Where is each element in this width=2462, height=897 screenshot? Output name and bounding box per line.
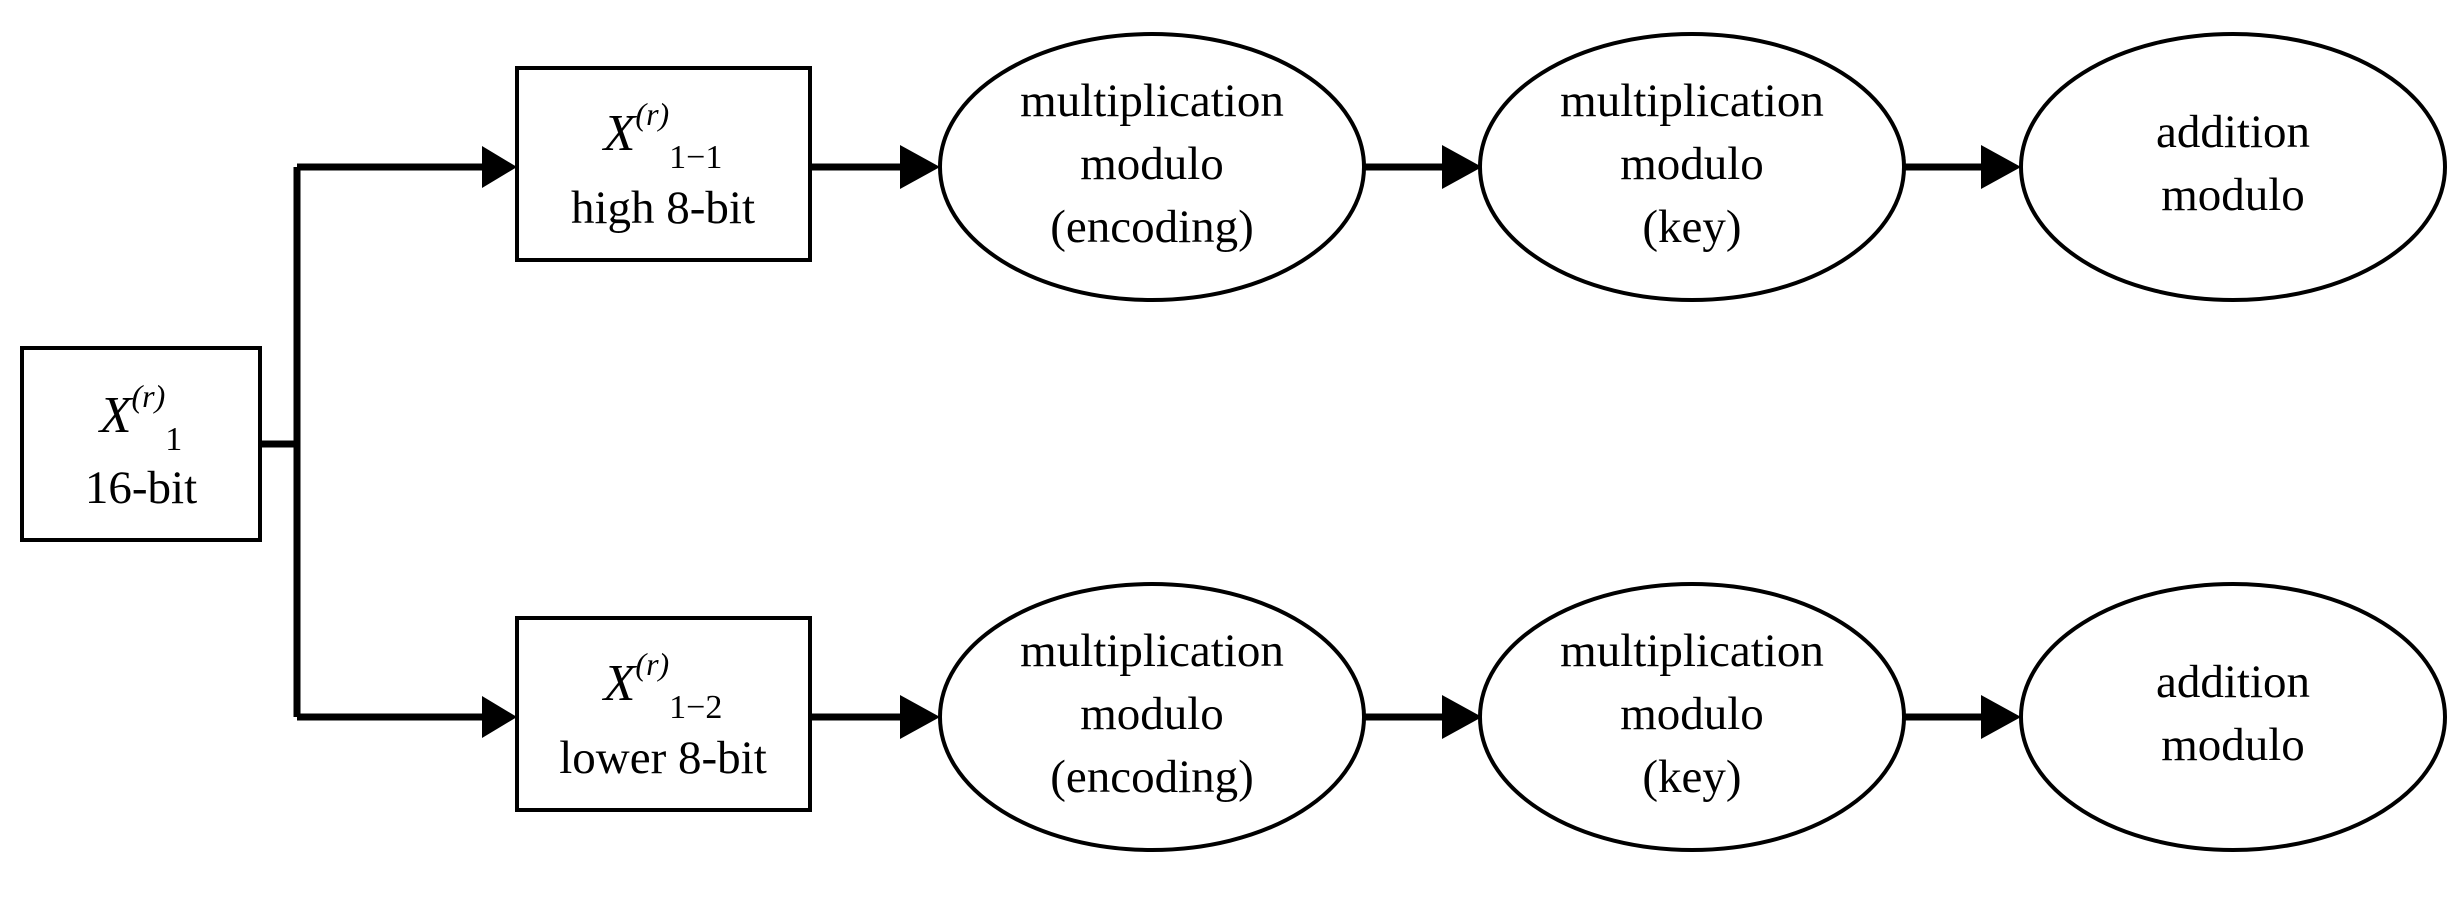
node-high-box[interactable]: X(r)1−1 high 8-bit: [515, 66, 812, 262]
top-mul-key-line1: multiplication: [1560, 75, 1824, 127]
arrowhead-to-lower-box: [482, 696, 517, 738]
bottom-mul-encoding-line3: (encoding): [1050, 751, 1254, 803]
lower-box-caption: lower 8-bit: [559, 732, 767, 784]
arrowhead-lower-to-mul-encoding: [900, 695, 940, 739]
bottom-mul-key-line3: (key): [1642, 751, 1741, 803]
input-box-rect[interactable]: [20, 346, 262, 542]
arrowhead-bottom-key-to-addition: [1981, 695, 2021, 739]
bottom-mul-key-ellipse[interactable]: [1478, 582, 1906, 852]
top-mul-key-ellipse[interactable]: [1478, 32, 1906, 302]
input-box-variable: X(r)1: [98, 378, 183, 457]
bottom-addition-ellipse[interactable]: [2019, 582, 2447, 852]
top-addition-ellipse[interactable]: [2019, 32, 2447, 302]
high-box-caption: high 8-bit: [571, 182, 755, 234]
connector-group: [260, 145, 2021, 739]
node-bottom-addition[interactable]: addition modulo: [2019, 582, 2447, 852]
high-box-variable: X(r)1−1: [602, 96, 723, 175]
top-mul-key-line3: (key): [1642, 201, 1741, 253]
bottom-mul-key-line1: multiplication: [1560, 625, 1824, 677]
lower-box-rect[interactable]: [515, 616, 812, 812]
arrowhead-to-high-box: [482, 146, 517, 188]
top-mul-encoding-line3: (encoding): [1050, 201, 1254, 253]
top-mul-encoding-ellipse[interactable]: [938, 32, 1366, 302]
node-bottom-mul-encoding[interactable]: multiplication modulo (encoding): [938, 582, 1366, 852]
top-mul-encoding-line1: multiplication: [1020, 75, 1284, 127]
high-box-rect[interactable]: [515, 66, 812, 262]
node-top-mul-key[interactable]: multiplication modulo (key): [1478, 32, 1906, 302]
top-addition-line2: modulo: [2161, 169, 2305, 221]
node-lower-box[interactable]: X(r)1−2 lower 8-bit: [515, 616, 812, 812]
top-addition-line1: addition: [2156, 106, 2310, 158]
input-box-caption: 16-bit: [85, 462, 197, 514]
arrowhead-top-encoding-to-key: [1442, 145, 1482, 189]
node-input-box[interactable]: X(r)1 16-bit: [20, 346, 262, 542]
bottom-mul-key-line2: modulo: [1620, 688, 1764, 740]
arrowhead-top-key-to-addition: [1981, 145, 2021, 189]
bottom-addition-line1: addition: [2156, 656, 2310, 708]
bottom-mul-encoding-line1: multiplication: [1020, 625, 1284, 677]
lower-box-variable: X(r)1−2: [602, 646, 723, 725]
bottom-addition-line2: modulo: [2161, 719, 2305, 771]
node-bottom-mul-key[interactable]: multiplication modulo (key): [1478, 582, 1906, 852]
top-mul-key-line2: modulo: [1620, 138, 1764, 190]
top-mul-encoding-line2: modulo: [1080, 138, 1224, 190]
arrowhead-bottom-encoding-to-key: [1442, 695, 1482, 739]
node-top-addition[interactable]: addition modulo: [2019, 32, 2447, 302]
bottom-mul-encoding-line2: modulo: [1080, 688, 1224, 740]
node-top-mul-encoding[interactable]: multiplication modulo (encoding): [938, 32, 1366, 302]
bottom-mul-encoding-ellipse[interactable]: [938, 582, 1366, 852]
arrowhead-high-to-mul-encoding: [900, 145, 940, 189]
